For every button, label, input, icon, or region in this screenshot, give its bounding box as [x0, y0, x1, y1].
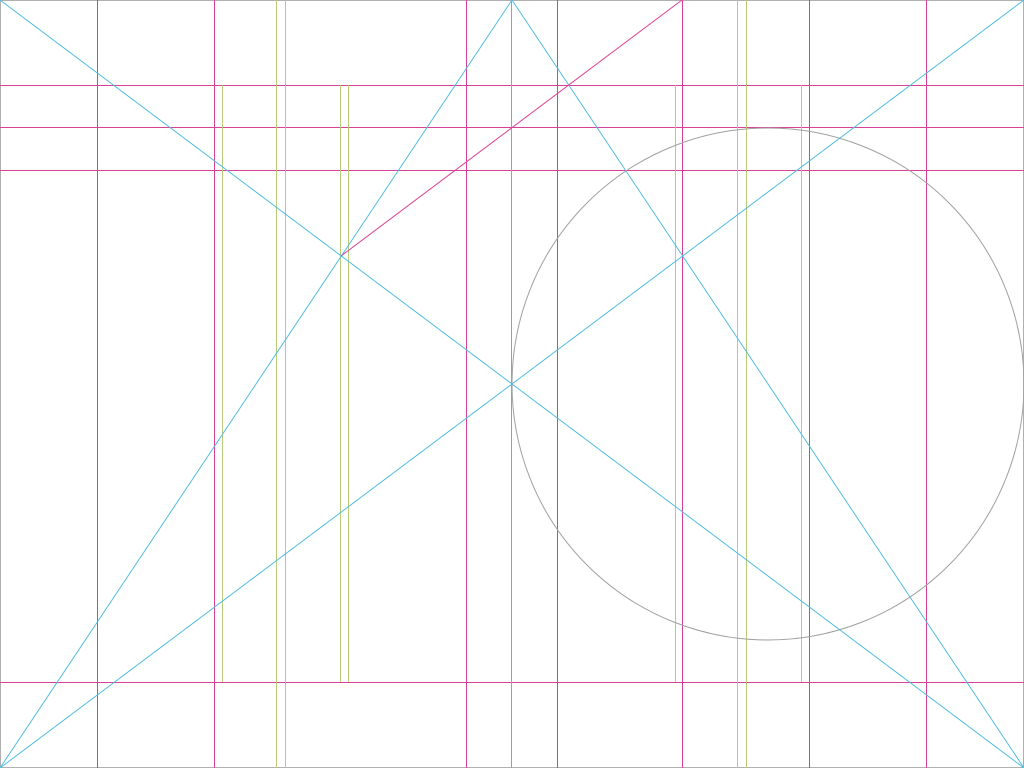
guide-circle	[511, 127, 1024, 641]
vertical-olive-guides	[222, 0, 802, 768]
cyan-diagonal	[0, 0, 513, 768]
cyan-diagonal	[511, 0, 1024, 768]
magenta-diagonal	[340, 0, 683, 257]
